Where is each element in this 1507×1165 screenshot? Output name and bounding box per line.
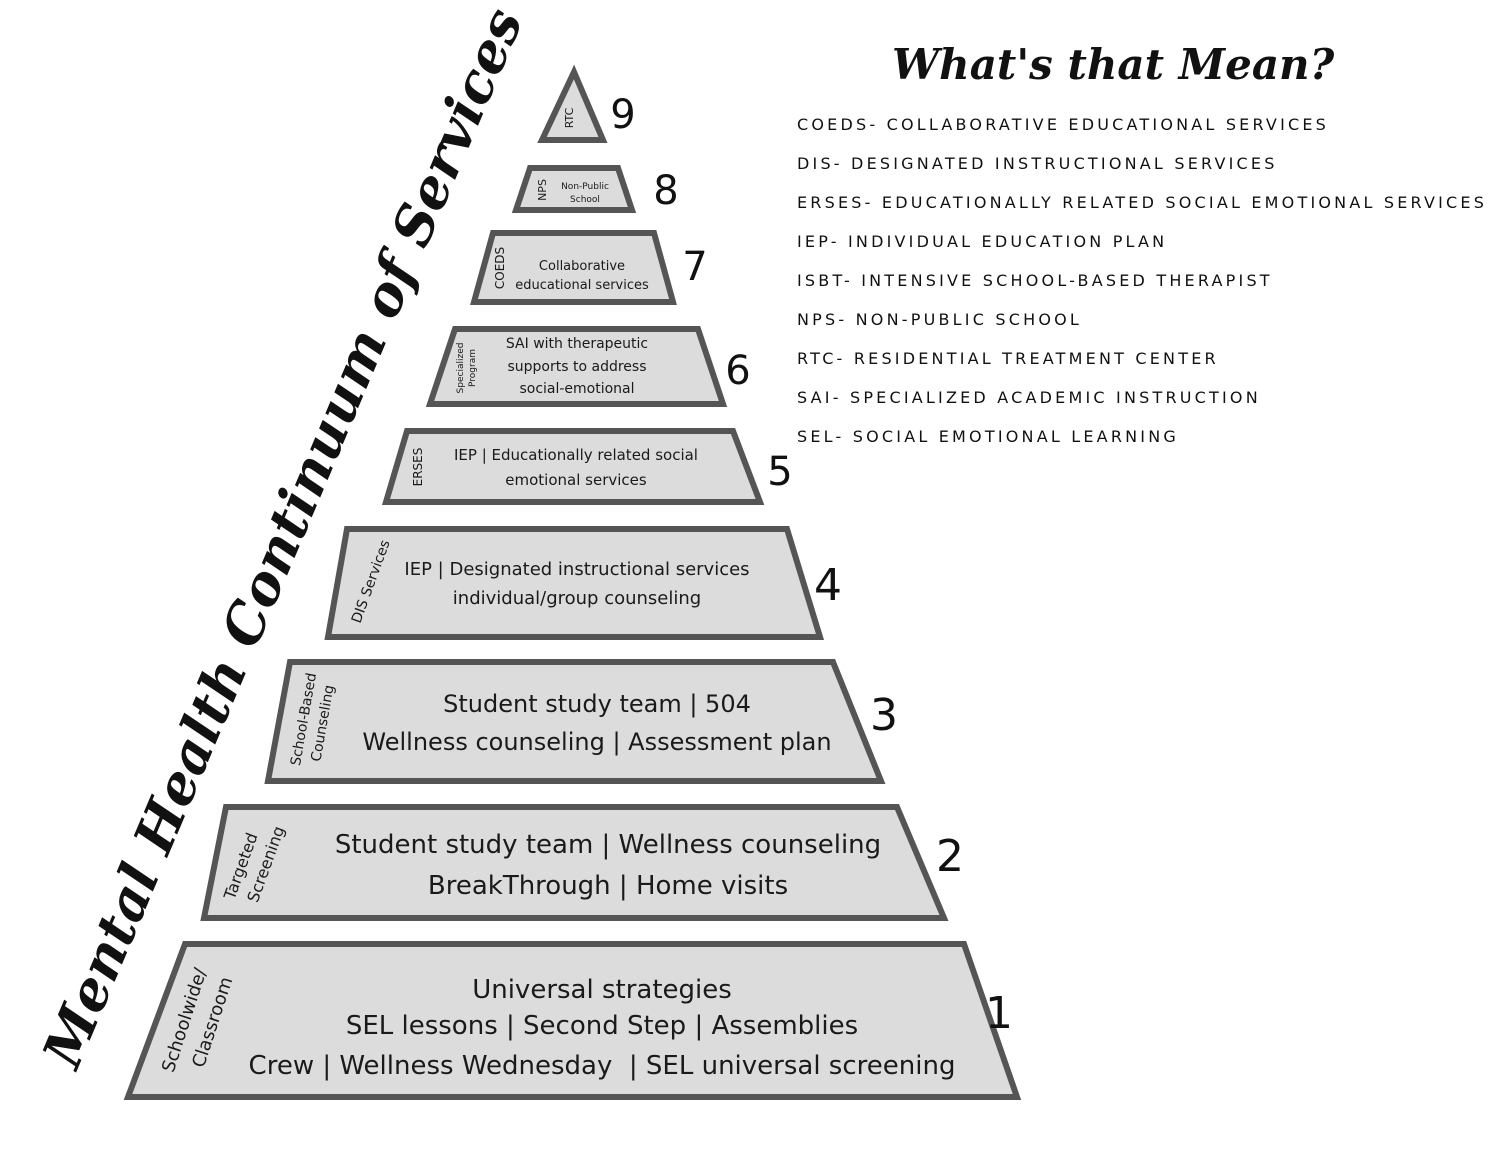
tier-4: DIS Services IEP | Designated instructio…: [324, 526, 842, 640]
glossary-title: What's that Mean?: [892, 40, 1335, 89]
glossary-item: COEDS- COLLABORATIVE EDUCATIONAL SERVICE…: [797, 115, 1330, 134]
glossary-item: ERSES- EDUCATIONALLY RELATED SOCIAL EMOT…: [797, 193, 1488, 212]
tier-9-number: 9: [610, 92, 635, 138]
glossary-item: IEP- INDIVIDUAL EDUCATION PLAN: [797, 232, 1168, 251]
tier-6: Specialized Program SAI with therapeutic…: [425, 326, 751, 407]
tier-1-number: 1: [985, 988, 1013, 1039]
tier-6-line-1: SAI with therapeutic: [506, 336, 648, 352]
tier-4-number: 4: [814, 560, 842, 611]
tier-9-shape: [537, 64, 608, 143]
tier-4-line-2: individual/group counseling: [453, 588, 701, 609]
tier-2-shape: [200, 804, 949, 921]
glossary-item: NPS- NON-PUBLIC SCHOOL: [797, 310, 1083, 329]
tier-9: RTC 9: [537, 64, 636, 143]
tier-5-side-label: ERSES: [411, 448, 425, 487]
glossary-list: COEDS- COLLABORATIVE EDUCATIONAL SERVICE…: [797, 114, 1487, 465]
glossary-item: DIS- DESIGNATED INSTRUCTIONAL SERVICES: [797, 154, 1278, 173]
tier-6-side-label-1: Specialized: [456, 343, 466, 394]
tier-8-line-1: Non-Public: [561, 182, 609, 192]
tier-3-number: 3: [870, 690, 898, 741]
tier-3: School-Based Counseling Student study te…: [264, 659, 898, 784]
tier-9-side-label: RTC: [563, 107, 576, 128]
tier-3-shape: [264, 659, 886, 784]
tier-8-shape: [511, 165, 637, 213]
tier-7-number: 7: [682, 244, 707, 290]
tier-6-side-label-2: Program: [468, 349, 478, 387]
tier-7-line-2: educational services: [515, 278, 649, 293]
tier-7: COEDS Collaborative educational services…: [470, 230, 708, 305]
tier-1: Schoolwide/ Classroom Universal strategi…: [123, 941, 1022, 1100]
tier-6-line-3: social-emotional: [519, 381, 634, 397]
tier-8-number: 8: [653, 168, 678, 214]
tier-5-shape: [381, 428, 765, 505]
tier-1-line-3: Crew | Wellness Wednesday | SEL universa…: [249, 1051, 956, 1081]
tier-1-shape: [123, 941, 1022, 1100]
tier-6-number: 6: [725, 348, 750, 394]
tier-5-line-1: IEP | Educationally related social: [454, 446, 698, 464]
tier-2-number: 2: [936, 831, 964, 882]
tier-2-line-1: Student study team | Wellness counseling: [335, 830, 881, 860]
tier-4-line-1: IEP | Designated instructional services: [404, 559, 749, 580]
tier-5-number: 5: [767, 449, 792, 495]
glossary-item: SAI- SPECIALIZED ACADEMIC INSTRUCTION: [797, 388, 1261, 407]
tier-8: NPS Non-Public School 8: [511, 165, 679, 214]
tier-7-shape: [470, 230, 677, 305]
tier-3-line-1: Student study team | 504: [443, 690, 751, 718]
glossary-item: RTC- RESIDENTIAL TREATMENT CENTER: [797, 349, 1219, 368]
tier-2: Targeted Screening Student study team | …: [200, 804, 964, 921]
tier-7-side-label: COEDS: [493, 247, 507, 289]
tier-2-line-2: BreakThrough | Home visits: [428, 871, 788, 901]
tier-1-line-2: SEL lessons | Second Step | Assemblies: [346, 1011, 858, 1041]
tier-5-line-2: emotional services: [505, 471, 647, 489]
tier-4-shape: [324, 526, 825, 640]
tier-7-line-1: Collaborative: [539, 259, 625, 274]
glossary-item: SEL- SOCIAL EMOTIONAL LEARNING: [797, 427, 1179, 446]
tier-8-side-label: NPS: [536, 179, 549, 201]
tier-6-line-2: supports to address: [507, 359, 646, 375]
tier-6-shape: [425, 326, 728, 407]
glossary-item: ISBT- INTENSIVE SCHOOL-BASED THERAPIST: [797, 271, 1273, 290]
tier-1-line-1: Universal strategies: [472, 975, 732, 1005]
tier-5: ERSES IEP | Educationally related social…: [381, 428, 793, 505]
tier-8-line-2: School: [570, 195, 600, 205]
tier-3-line-2: Wellness counseling | Assessment plan: [362, 728, 831, 756]
